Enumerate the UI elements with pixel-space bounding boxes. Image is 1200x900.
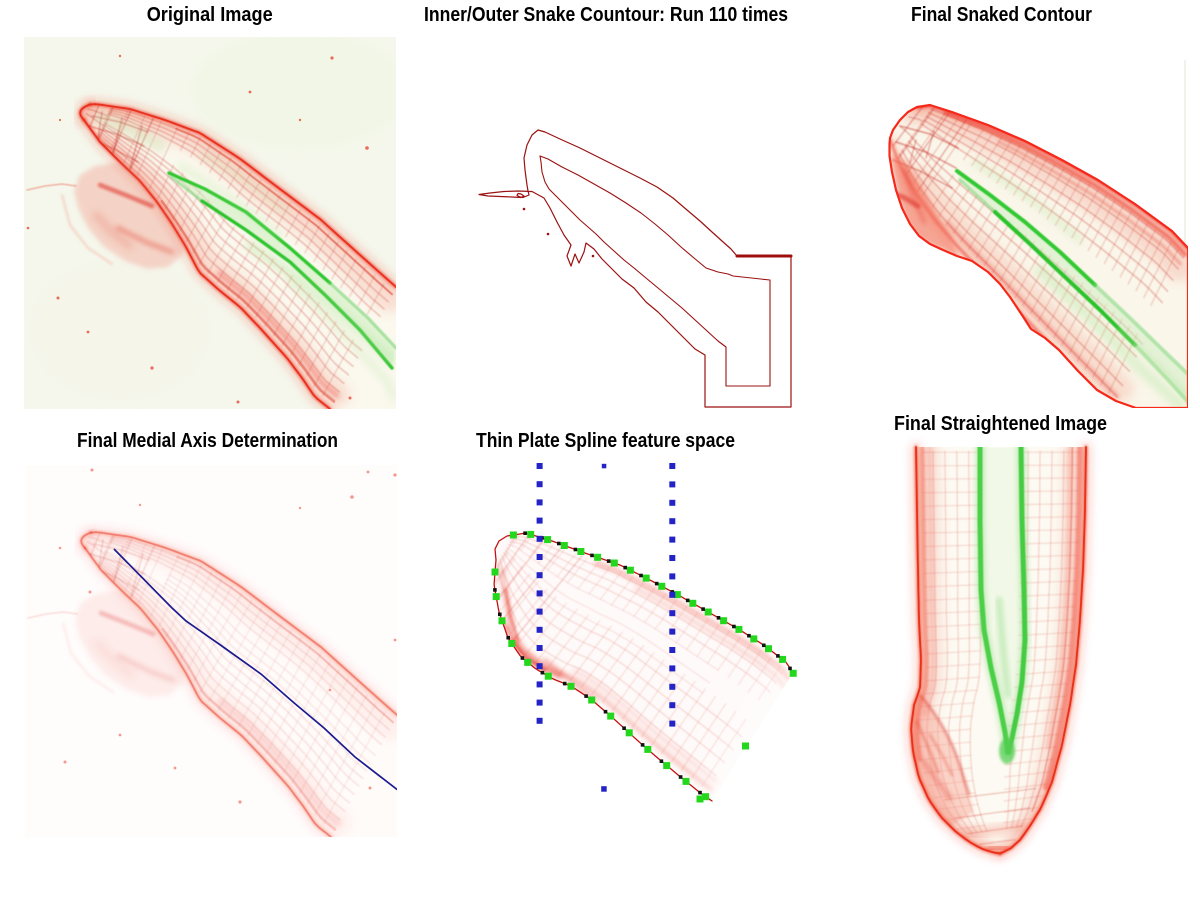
svg-text:Final Straightened Image: Final Straightened Image (894, 413, 1107, 435)
svg-text:Original Image: Original Image (147, 4, 273, 26)
svg-text:Final Snaked Contour: Final Snaked Contour (911, 4, 1092, 26)
svg-text:Final Medial Axis Determinatio: Final Medial Axis Determination (77, 430, 338, 452)
svg-text:Inner/Outer Snake Countour: Ru: Inner/Outer Snake Countour: Run 110 time… (424, 4, 788, 26)
svg-text:Thin Plate Spline feature spac: Thin Plate Spline feature space (476, 430, 735, 452)
